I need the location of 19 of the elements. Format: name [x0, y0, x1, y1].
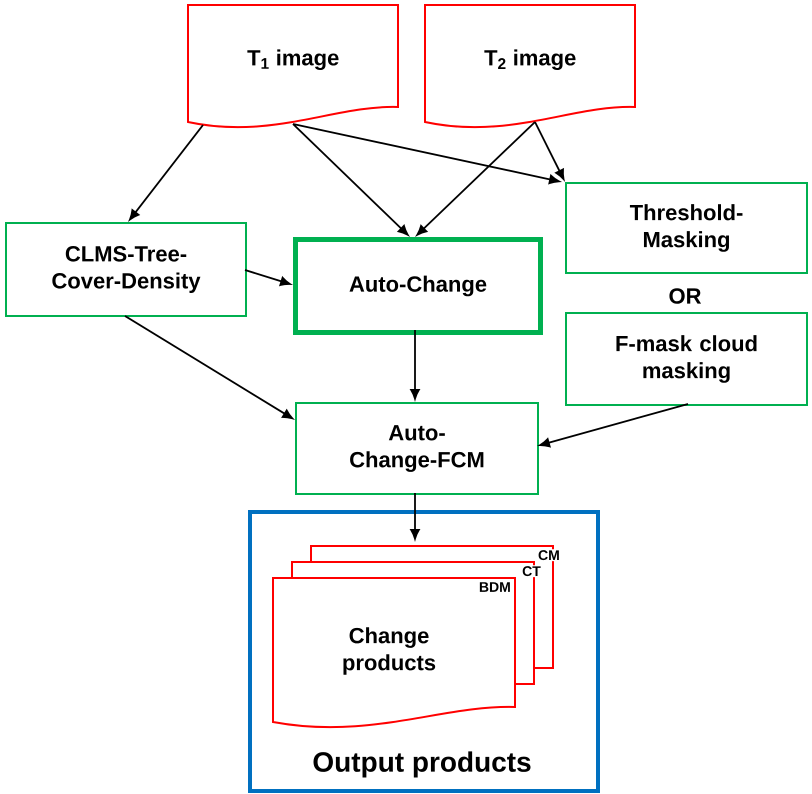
arrow: [410, 493, 420, 540]
process-box: Auto-Change-FCM: [295, 402, 539, 495]
arrow: [410, 330, 420, 400]
arrow: [244, 269, 291, 286]
process-box: F-mask cloud masking: [565, 312, 808, 406]
arrow: [292, 123, 409, 236]
arrow: [124, 315, 294, 420]
process-box: Threshold-Masking: [565, 182, 808, 274]
group-heading: Output products: [314, 751, 530, 778]
arrow: [416, 121, 536, 236]
sheet-label: CM: [537, 549, 561, 562]
arrow: [129, 124, 204, 220]
or-label: OR: [669, 288, 702, 304]
arrow: [292, 123, 560, 184]
arrow: [539, 403, 688, 448]
sheet-label: CT: [521, 565, 542, 578]
arrow: [534, 122, 564, 180]
process-box: CLMS-Tree-Cover-Density: [5, 222, 247, 317]
process-box: Auto-Change: [293, 237, 543, 335]
